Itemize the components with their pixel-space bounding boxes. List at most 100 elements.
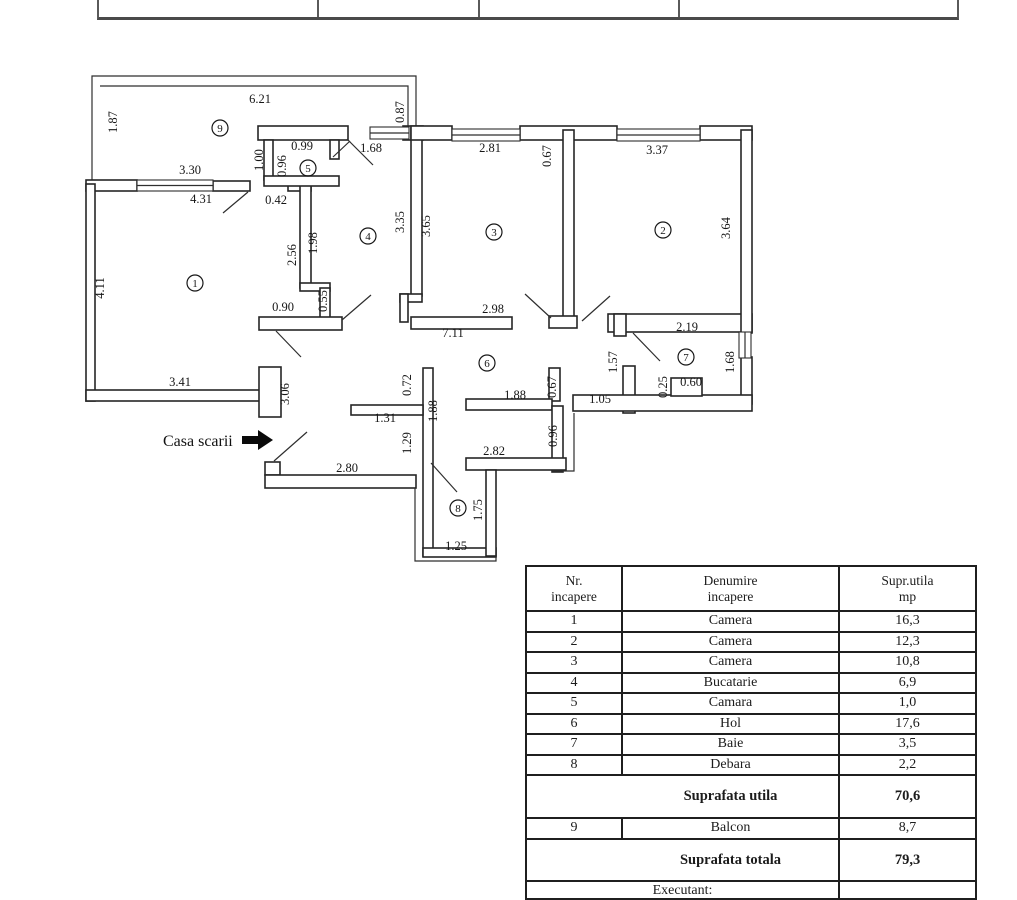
- windows: [136, 126, 752, 359]
- executant-label: Executant:: [527, 882, 840, 898]
- table-cell: Debara: [623, 755, 840, 774]
- table-cell: Hol: [623, 714, 840, 733]
- header-suprafata: Supr.utila mp: [881, 572, 934, 604]
- area-summary-table: Nr. incapere Denumire incapere Supr.util…: [525, 565, 977, 900]
- dimension-label: 0.67: [540, 145, 554, 167]
- table-cell: Camera: [623, 632, 840, 651]
- room-number: 8: [455, 503, 461, 515]
- executant-value: [840, 882, 975, 898]
- dimension-label: 0.42: [265, 193, 287, 207]
- dimension-label: 2.56: [285, 244, 299, 266]
- room-number: 2: [660, 225, 666, 237]
- table-cell: Camera: [623, 612, 840, 631]
- dimension-label: 2.19: [676, 320, 698, 334]
- table-cell: 12,3: [895, 633, 920, 649]
- room-number: 3: [491, 227, 497, 239]
- table-cell: Baie: [623, 735, 840, 754]
- door-swings: [222, 138, 661, 493]
- dimension-label: 1.75: [471, 499, 485, 521]
- dimension-label: 1.88: [504, 388, 526, 402]
- balcon-name: Balcon: [623, 819, 840, 838]
- table-cell: 4: [527, 673, 623, 692]
- void-boundary: [414, 413, 575, 562]
- dimension-label: 0.90: [272, 300, 294, 314]
- dimension-label: 3.64: [719, 216, 733, 239]
- dimension-label: 0.60: [680, 375, 702, 389]
- dimension-label: 1.25: [445, 539, 467, 553]
- dimension-label: 1.31: [374, 411, 396, 425]
- room-number: 1: [192, 278, 198, 290]
- room-number-circle: [677, 348, 695, 366]
- room-number-circle: [211, 119, 229, 137]
- dimension-label: 3.06: [278, 383, 292, 405]
- executant-row: Executant:: [527, 882, 975, 898]
- dimension-label: 2.82: [483, 444, 505, 458]
- room-number-circle: [299, 159, 317, 177]
- dimension-label: 1.87: [106, 111, 120, 133]
- table-cell: 10,8: [895, 654, 920, 670]
- dimension-label: 3.30: [179, 163, 201, 177]
- dimension-label: 1.05: [589, 392, 611, 406]
- table-header-row: Nr. incapere Denumire incapere Supr.util…: [527, 567, 975, 612]
- table-cell: Camara: [623, 694, 840, 713]
- table-cell: 3: [527, 653, 623, 672]
- room-number-circle: [449, 499, 467, 517]
- dimension-label: 2.98: [482, 302, 504, 316]
- dimension-label: 0.99: [291, 139, 313, 153]
- suprafata-totala-row: Suprafata totala 79,3: [527, 840, 975, 882]
- room-number: 5: [305, 163, 311, 175]
- table-cell: 16,3: [895, 613, 920, 629]
- dimension-label: 1.29: [400, 432, 414, 454]
- dimension-label: 0.25: [656, 376, 670, 398]
- dimension-label: 0.72: [400, 374, 414, 396]
- room-number: 4: [365, 231, 371, 243]
- table-cell: 7: [527, 735, 623, 754]
- room-number-circle: [485, 223, 503, 241]
- table-cell: 17,6: [895, 715, 920, 731]
- dimension-label: 0.67: [545, 376, 559, 398]
- dimension-label: 1.68: [360, 141, 382, 155]
- dimension-label: 2.80: [336, 461, 358, 475]
- dimension-label: 3.37: [646, 143, 668, 157]
- arrow-right-icon: [242, 430, 273, 450]
- top-table-divider: [678, 0, 680, 17]
- walls: [85, 125, 753, 558]
- dimension-label: 1.68: [723, 351, 737, 373]
- table-cell: 8: [527, 755, 623, 774]
- casa-scarii-annotation: Casa scarii: [163, 430, 273, 450]
- dimension-label: 7.11: [442, 326, 463, 340]
- dimension-label: 4.11: [93, 277, 107, 298]
- dimension-label: 3.65: [419, 215, 433, 237]
- header-denumire: Denumire incapere: [623, 567, 840, 610]
- room-number-circle: [478, 354, 496, 372]
- table-cell: 6: [527, 714, 623, 733]
- header-nr-incapere: Nr. incapere: [527, 567, 623, 610]
- room-number: 7: [683, 352, 689, 364]
- top-table-divider: [478, 0, 480, 17]
- room-number: 6: [484, 358, 490, 370]
- room-number-circle: [359, 227, 377, 245]
- balcony-outline: [91, 75, 417, 180]
- room-number-circle: [186, 274, 204, 292]
- table-cell: Bucatarie: [623, 673, 840, 692]
- dimension-label: 0.96: [546, 425, 560, 447]
- table-cell: 3,5: [898, 736, 917, 752]
- casa-scarii-label: Casa scarii: [163, 433, 233, 450]
- table-cell: 6,9: [898, 674, 917, 690]
- suprafata-utila-row: Suprafata utila 70,6: [527, 776, 975, 819]
- room-number-circle: [654, 221, 672, 239]
- balcon-row: 9 Balcon 8,7: [527, 819, 975, 840]
- table-cell: 2,2: [898, 756, 917, 772]
- balcon-nr: 9: [527, 819, 623, 838]
